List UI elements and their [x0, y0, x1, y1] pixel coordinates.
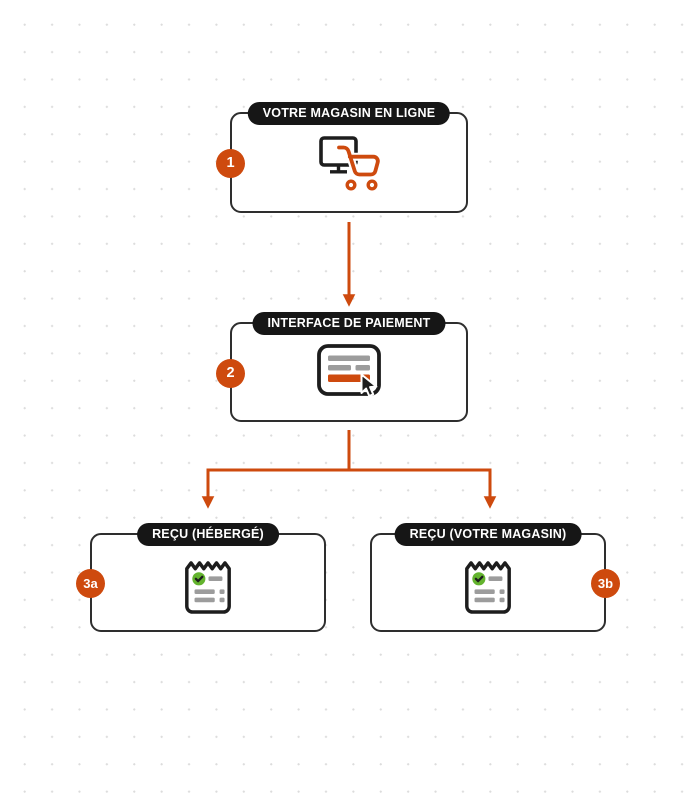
- flow-node-recu-heberge: REÇU (HÉBERGÉ) 3a: [76, 523, 326, 632]
- flow-node-recu-votre-magasin: REÇU (VOTRE MAGASIN) 3b: [370, 523, 620, 632]
- step-badge-3a: 3a: [76, 569, 105, 598]
- online-store-cart-icon: [319, 135, 381, 191]
- node-label: REÇU (VOTRE MAGASIN): [409, 527, 567, 541]
- node-label: INTERFACE DE PAIEMENT: [267, 316, 431, 330]
- receipt-success-icon: [465, 560, 511, 614]
- step-badge-2: 2: [216, 358, 245, 388]
- step-badge-3b: 3b: [591, 569, 620, 598]
- flow-node-interface-de-paiement: INTERFACE DE PAIEMENT 2: [216, 312, 468, 422]
- step-badge-1: 1: [216, 149, 245, 178]
- node-label-pill: REÇU (HÉBERGÉ): [137, 523, 279, 546]
- node-label: VOTRE MAGASIN EN LIGNE: [262, 106, 436, 120]
- receipt-success-icon: [185, 560, 231, 614]
- node-label-pill: INTERFACE DE PAIEMENT: [252, 312, 446, 335]
- node-label: REÇU (HÉBERGÉ): [152, 527, 264, 541]
- payment-form-cursor-icon: [317, 344, 381, 397]
- node-label-pill: REÇU (VOTRE MAGASIN): [394, 523, 582, 546]
- node-label-pill: VOTRE MAGASIN EN LIGNE: [247, 102, 451, 125]
- flow-node-votre-magasin-en-ligne: VOTRE MAGASIN EN LIGNE 1: [216, 102, 468, 213]
